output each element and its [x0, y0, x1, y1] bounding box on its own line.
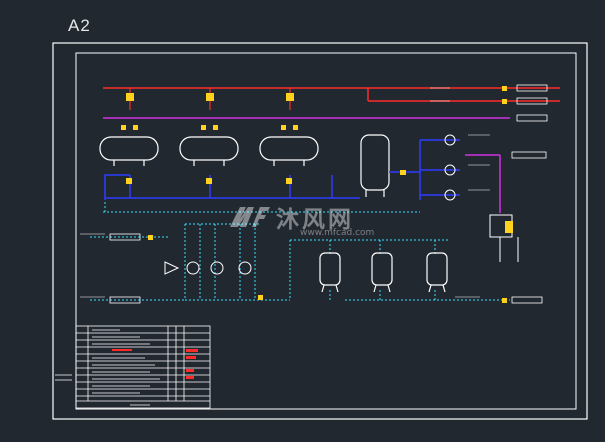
sheet-size-label: A2: [68, 16, 91, 35]
title-block-red-cells: [112, 349, 198, 379]
annotation-strokes: [80, 87, 490, 298]
valve-markers[interactable]: [121, 86, 507, 303]
line-label-tags[interactable]: [109, 84, 548, 304]
aux-header[interactable]: [103, 117, 510, 213]
watermark-url: www.mfcad.com: [300, 228, 375, 238]
mf-logo-icon: [230, 207, 270, 227]
watermark-brand: 沐风网: [276, 207, 354, 233]
vertical-tank[interactable]: [360, 134, 390, 197]
title-block-text-strokes: [55, 329, 160, 406]
horizontal-vessels[interactable]: [99, 136, 319, 166]
filter-vessels[interactable]: [319, 252, 448, 293]
inner-frame: [75, 52, 577, 410]
dosing-unit[interactable]: [489, 214, 519, 262]
water-piping[interactable]: [90, 200, 510, 301]
middle-pumps[interactable]: [164, 261, 252, 275]
title-block: [75, 325, 211, 409]
right-pumps[interactable]: [444, 134, 456, 201]
steam-header[interactable]: [103, 87, 560, 110]
outer-frame: [52, 42, 588, 420]
